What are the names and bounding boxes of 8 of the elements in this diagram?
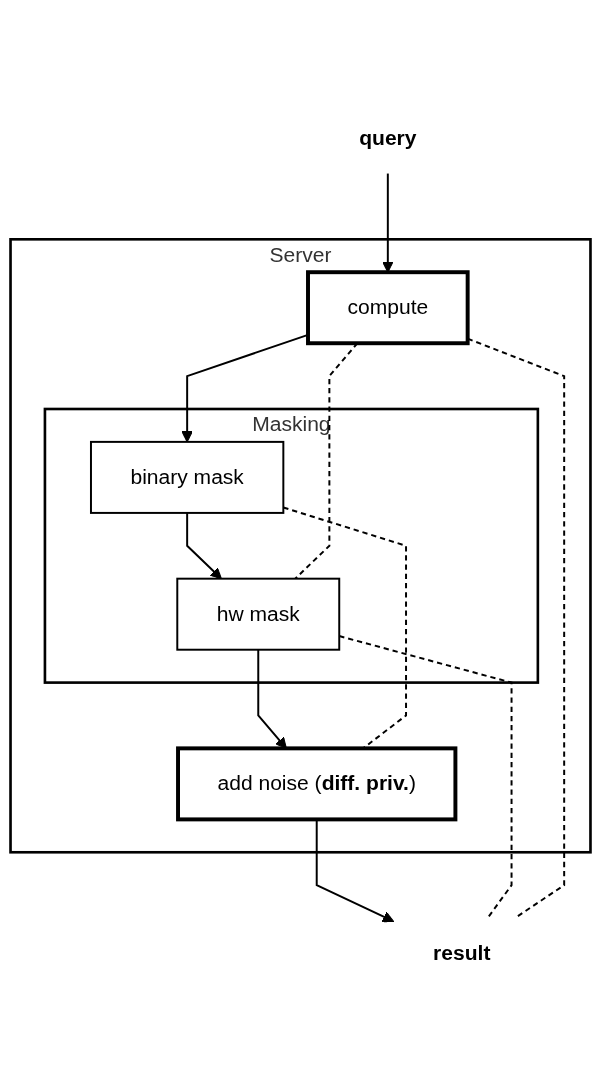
- node-box: add noise (diff. priv.): [176, 746, 458, 822]
- node-box: compute: [306, 269, 470, 345]
- node-text: query: [359, 125, 417, 149]
- node-box: hw mask: [176, 577, 341, 651]
- arrow: [257, 648, 287, 749]
- node-box: binary mask: [90, 440, 285, 514]
- arrow: [186, 511, 222, 579]
- node-text: result: [433, 941, 491, 964]
